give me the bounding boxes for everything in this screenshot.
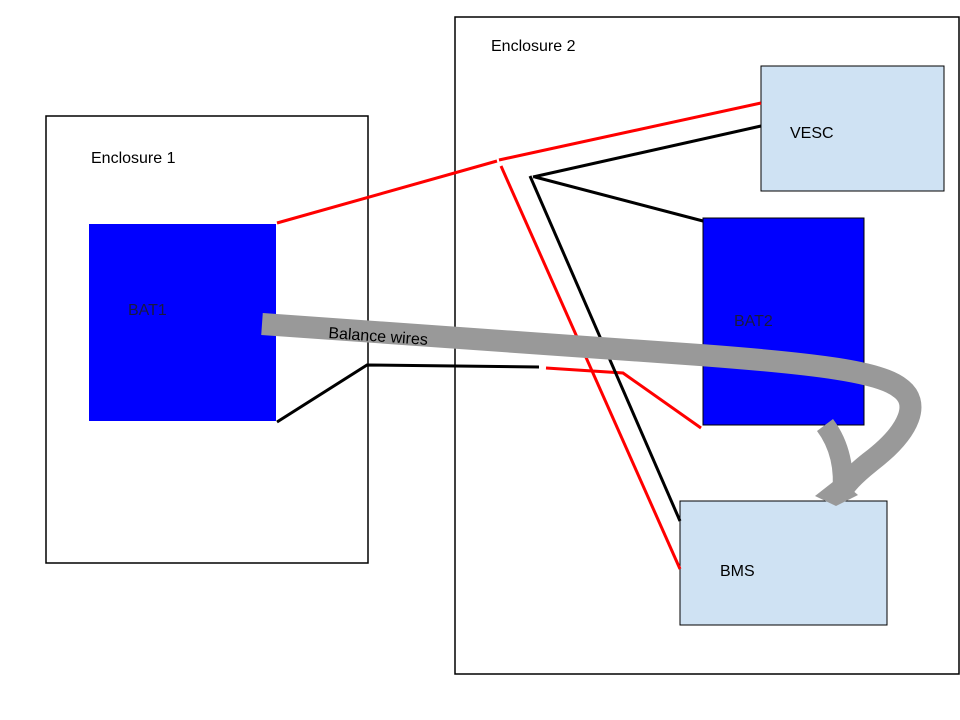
balance-wire-arrowhead <box>815 478 858 506</box>
enclosure-2-label: Enclosure 2 <box>491 38 576 55</box>
bat1-label: BAT1 <box>128 302 167 319</box>
wire-vesc-negative[interactable] <box>532 124 762 179</box>
bms-label: BMS <box>720 563 755 580</box>
wire-bat1-negative[interactable] <box>276 363 540 424</box>
balance-wire-bundle[interactable] <box>261 313 922 500</box>
wire-vesc-positive[interactable] <box>498 101 762 162</box>
wire-bat2-negative[interactable] <box>534 175 704 223</box>
balance-wires[interactable] <box>261 313 922 506</box>
vesc-label: VESC <box>790 125 834 142</box>
bat2-box[interactable] <box>702 217 865 426</box>
enclosure-1-label: Enclosure 1 <box>91 150 176 167</box>
bat2-label: BAT2 <box>734 313 773 330</box>
wire-bat1-positive[interactable] <box>276 159 498 225</box>
wire-bms-positive[interactable] <box>499 165 682 570</box>
positive-wires <box>276 101 762 570</box>
bms-box[interactable] <box>679 500 888 626</box>
bat1-box[interactable] <box>89 224 276 421</box>
wire-bat2-positive[interactable] <box>545 366 702 430</box>
vesc-box[interactable] <box>760 65 945 192</box>
